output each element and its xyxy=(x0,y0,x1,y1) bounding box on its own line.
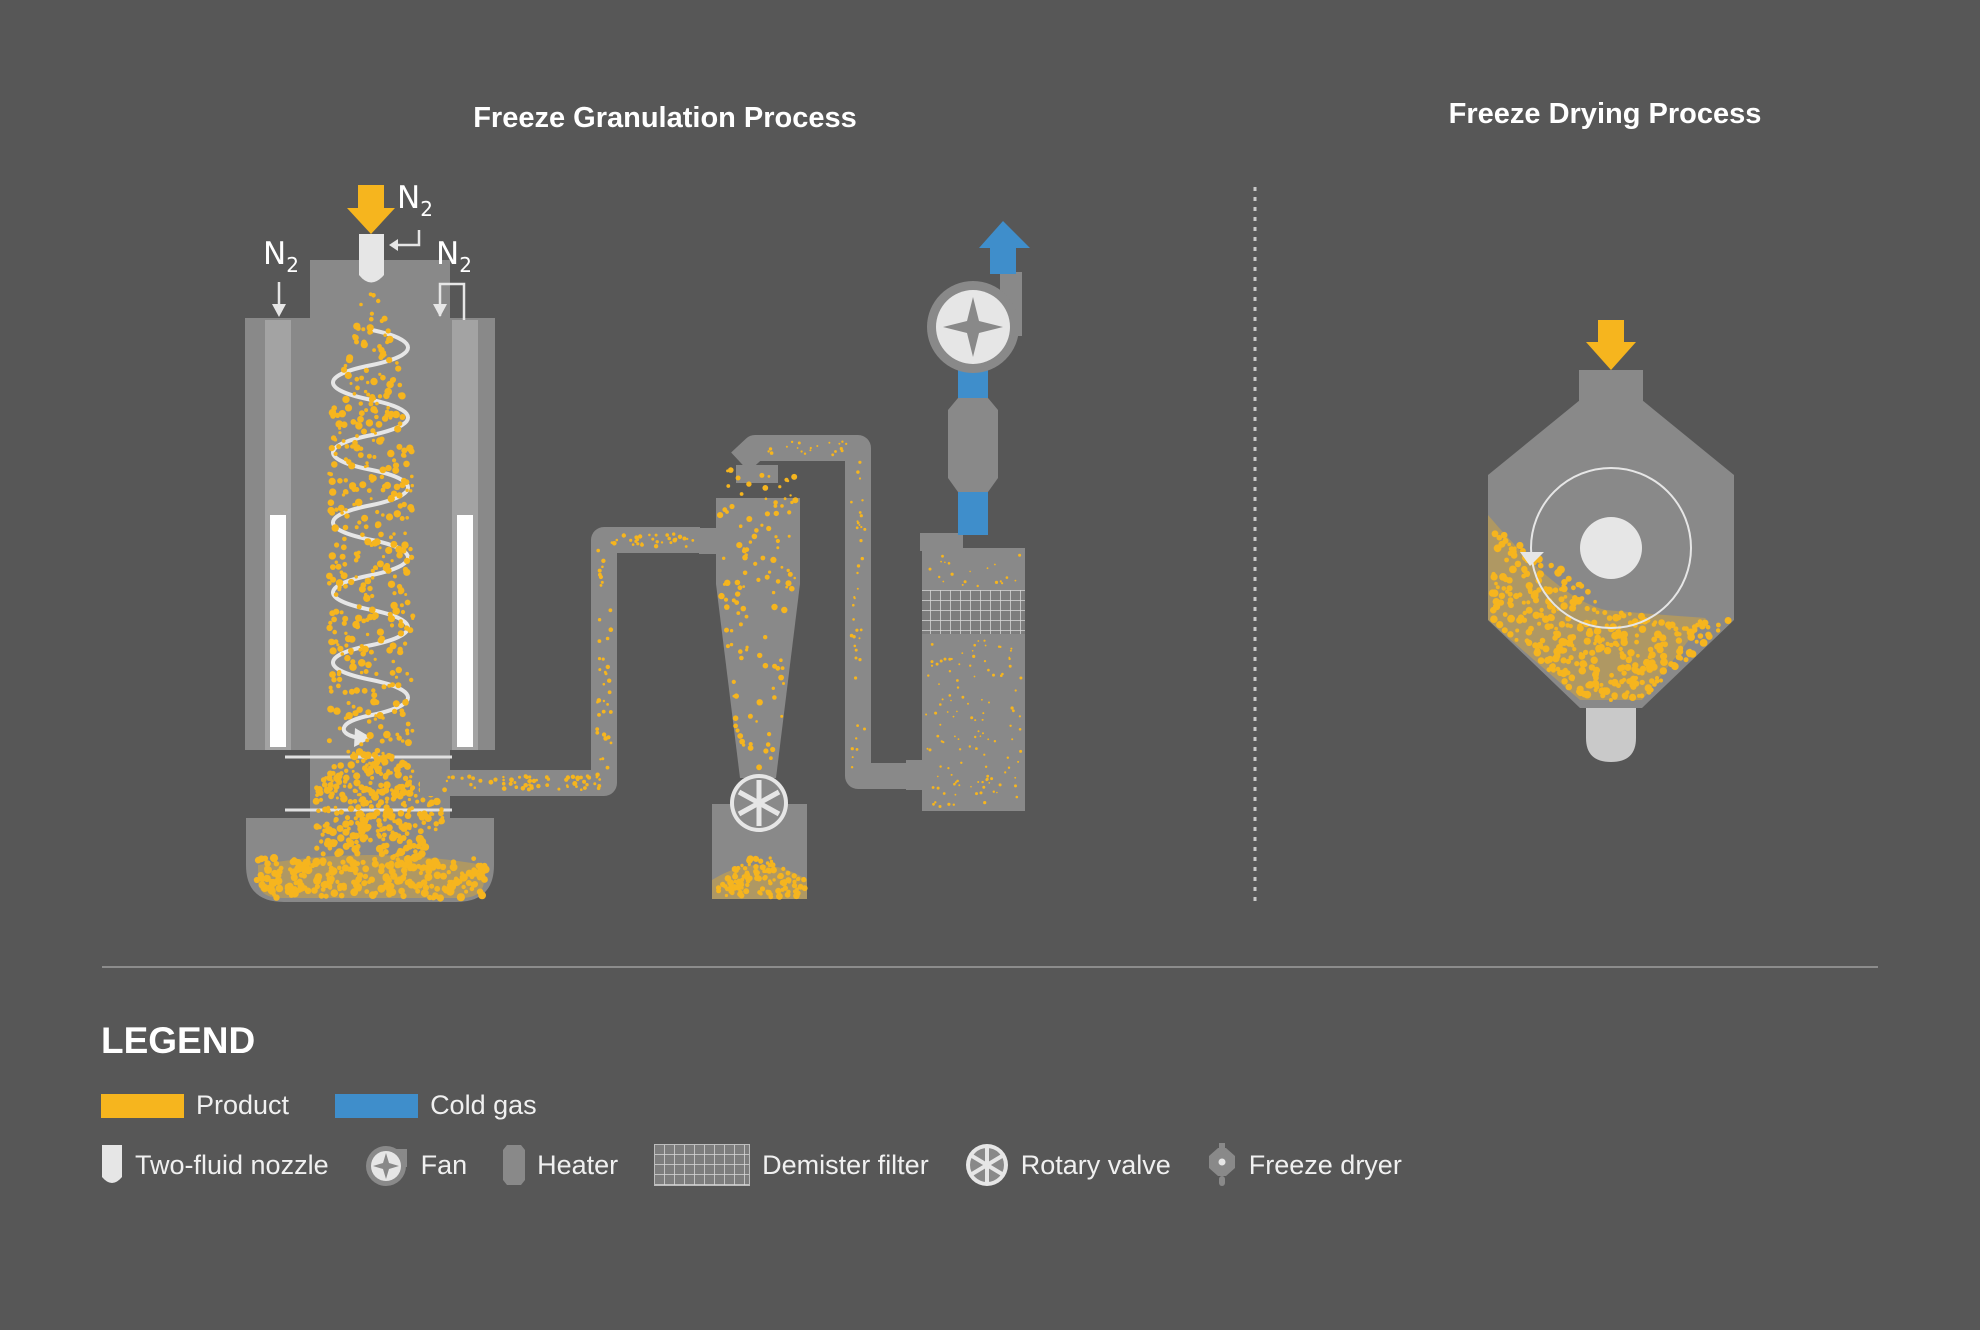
cyclone-separator xyxy=(699,465,808,900)
drying-title: Freeze Drying Process xyxy=(1448,98,1762,130)
demister-filter xyxy=(922,590,1025,634)
legend-label: Rotary valve xyxy=(1020,1149,1171,1180)
legend-label: Two-fluid nozzle xyxy=(135,1149,329,1180)
legend-item-product: Product xyxy=(101,1090,289,1121)
product-particles-tower xyxy=(253,292,490,902)
granulation-title: Freeze Granulation Process xyxy=(473,102,857,134)
rotary-valve-icon xyxy=(965,1144,1008,1186)
demister-filter-icon xyxy=(654,1144,751,1186)
rotary-valve xyxy=(730,774,788,832)
spray-freeze-tower xyxy=(245,260,495,902)
product-feed-arrow-icon xyxy=(347,185,395,234)
fan xyxy=(927,272,1022,373)
legend-item-nozzle: Two-fluid nozzle xyxy=(101,1143,329,1187)
legend-label: Heater xyxy=(537,1149,619,1180)
n2-label-left: N2 xyxy=(263,236,299,277)
legend-item-cold-gas: Cold gas xyxy=(335,1090,537,1121)
dust-particles-filter xyxy=(925,553,1023,808)
two-fluid-nozzle xyxy=(359,234,384,283)
heater-icon xyxy=(503,1145,526,1185)
freeze-dryer-icon xyxy=(1208,1143,1235,1186)
dryer-feed-arrow-icon xyxy=(1586,320,1636,370)
legend-item-freeze-dryer: Freeze dryer xyxy=(1207,1143,1402,1187)
freeze-dryer xyxy=(1488,370,1734,762)
n2-label-right: N2 xyxy=(436,236,472,277)
legend-label: Freeze dryer xyxy=(1248,1149,1402,1180)
legend-symbol-row: Two-fluid nozzle Fan Heater Demister fil… xyxy=(101,1143,1438,1187)
n2-label-top: N2 xyxy=(397,180,433,221)
legend-title: LEGEND xyxy=(101,1020,256,1061)
legend-label: Product xyxy=(196,1090,290,1120)
cold-gas-swatch xyxy=(335,1093,419,1118)
legend-label: Fan xyxy=(420,1149,468,1180)
nozzle-icon xyxy=(102,1145,122,1183)
n2-inlet-arrows-icon xyxy=(277,230,466,320)
fan-icon xyxy=(365,1146,407,1186)
legend-item-fan: Fan xyxy=(365,1143,468,1187)
legend-item-heater: Heater xyxy=(503,1143,618,1187)
heater xyxy=(948,398,998,492)
legend-label: Cold gas xyxy=(430,1090,537,1120)
legend-label: Demister filter xyxy=(762,1149,929,1180)
exhaust-arrow-icon xyxy=(979,221,1030,274)
legend-item-rotary-valve: Rotary valve xyxy=(965,1143,1171,1187)
legend-item-demister-filter: Demister filter xyxy=(654,1144,929,1186)
demister-column xyxy=(906,533,1025,811)
product-particles-cyclone xyxy=(715,467,808,900)
legend-color-row: Product Cold gas xyxy=(101,1090,573,1121)
product-particles-duct xyxy=(442,440,867,793)
product-particles-dryer xyxy=(1488,530,1732,702)
product-swatch xyxy=(101,1093,184,1118)
